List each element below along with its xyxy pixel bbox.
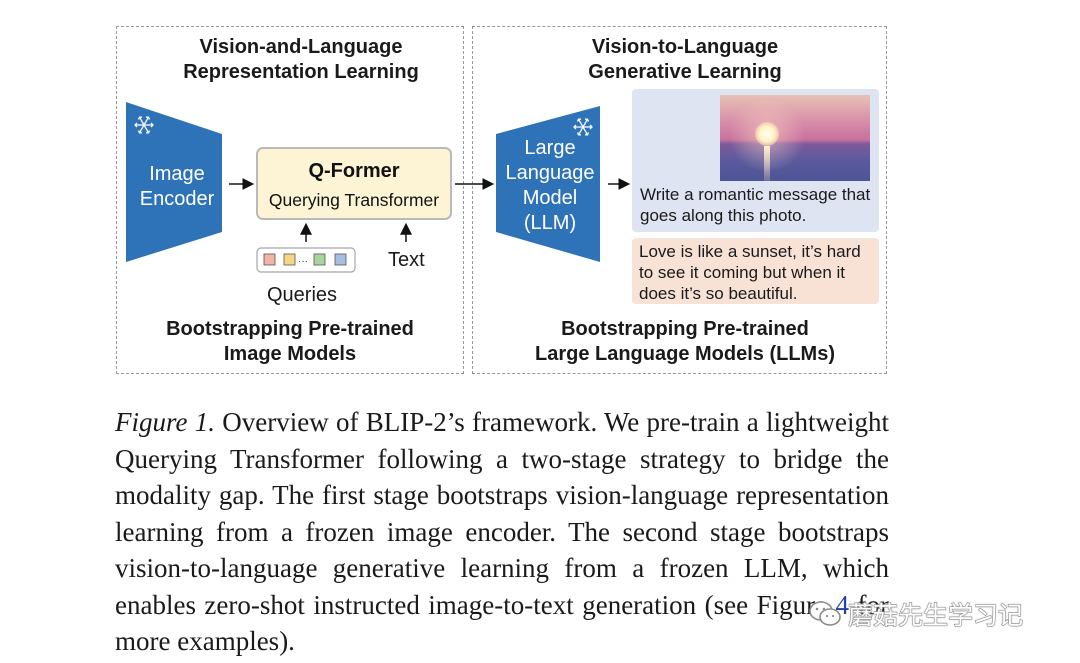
figure-caption: Figure 1. Overview of BLIP-2’s framework…	[115, 404, 889, 660]
caption-lead: Figure 1.	[115, 407, 215, 437]
caption-body: Overview of BLIP-2’s framework. We pre-t…	[115, 407, 889, 620]
right-panel	[472, 26, 887, 374]
text-label: Text	[388, 249, 425, 271]
watermark-text: 蘑菇先生学习记	[847, 600, 1024, 630]
answer-text: Love is like a sunset, it’s hard to see …	[639, 242, 861, 303]
left-panel-footer: Bootstrapping Pre-trained Image Models	[166, 318, 414, 365]
qformer-subtitle: Querying Transformer	[268, 190, 440, 210]
query-token	[313, 253, 326, 266]
snowflake-icon	[573, 118, 593, 136]
diagram-graphics: ···	[126, 102, 631, 273]
image-encoder-shape	[126, 102, 222, 262]
query-token	[334, 253, 347, 266]
llm-shape	[496, 106, 600, 262]
snowflake-icon	[134, 116, 154, 134]
prompt-text: Write a romantic message that goes along…	[640, 185, 871, 225]
right-panel-footer: Bootstrapping Pre-trained Large Language…	[534, 318, 836, 365]
query-token	[263, 253, 276, 266]
sun	[755, 122, 779, 146]
right-panel-title: Vision-to-Language Generative Learning	[588, 36, 782, 83]
query-token-ellipsis: ···	[298, 256, 308, 267]
caption-body-end: for more examples).	[115, 589, 889, 657]
qformer-title: Q-Former	[308, 160, 400, 182]
watermark: 蘑菇先生学习记	[808, 597, 1024, 631]
queries-label: Queries	[267, 284, 338, 306]
sunset-photo	[720, 95, 870, 181]
left-panel-title: Vision-and-Language Representation Learn…	[183, 36, 419, 83]
left-panel	[116, 26, 464, 374]
qformer-box: Q-Former Querying Transformer	[256, 147, 452, 220]
query-tokens-box	[256, 247, 356, 273]
query-token	[283, 253, 296, 266]
wechat-icon	[809, 601, 841, 626]
answer-box	[632, 238, 879, 304]
llm-label: Large Language Model (LLM)	[505, 137, 595, 234]
image-encoder-label: Image Encoder	[139, 163, 215, 210]
